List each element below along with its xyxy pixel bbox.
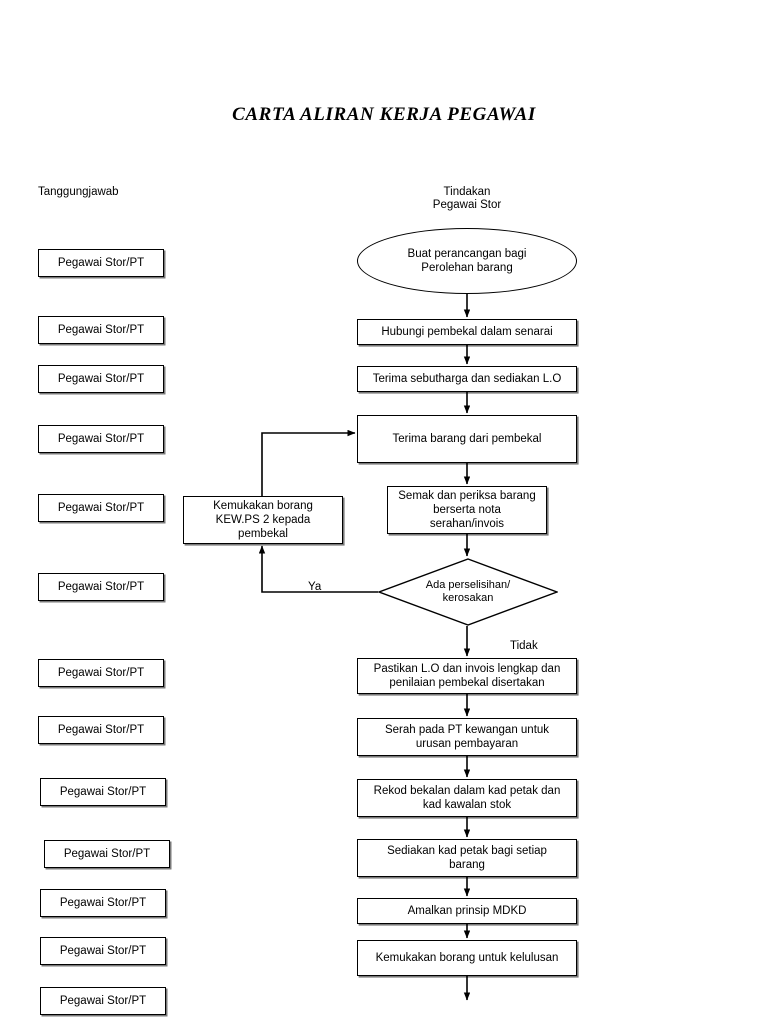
responsibility-box-label: Pegawai Stor/PT bbox=[59, 785, 147, 798]
responsibility-box: Pegawai Stor/PT bbox=[38, 425, 164, 453]
process-node-label: Hubungi pembekal dalam senarai bbox=[381, 326, 553, 338]
process-node-returnform: Kemukakan borang KEW.PS 2 kepada pembeka… bbox=[183, 496, 343, 544]
process-node-check: Semak dan periksa barang berserta nota s… bbox=[387, 486, 547, 534]
responsibility-box-label: Pegawai Stor/PT bbox=[57, 432, 145, 445]
responsibility-box: Pegawai Stor/PT bbox=[38, 716, 164, 744]
responsibility-box: Pegawai Stor/PT bbox=[38, 573, 164, 601]
responsibility-box: Pegawai Stor/PT bbox=[38, 659, 164, 687]
responsibility-box-label: Pegawai Stor/PT bbox=[57, 723, 145, 736]
process-node-mdkd: Amalkan prinsip MDKD bbox=[357, 898, 577, 924]
responsibility-box-label: Pegawai Stor/PT bbox=[57, 372, 145, 385]
process-node-quote: Terima sebutharga dan sediakan L.O bbox=[357, 366, 577, 392]
responsibility-box: Pegawai Stor/PT bbox=[38, 249, 164, 277]
process-node-contact: Hubungi pembekal dalam senarai bbox=[357, 319, 577, 345]
process-node-label: Terima barang dari pembekal bbox=[392, 433, 542, 445]
process-node-label: Semak dan periksa barang berserta nota s… bbox=[398, 490, 536, 530]
decision-node-label: Ada perselisihan/ kerosakan bbox=[425, 579, 511, 604]
process-node-handover: Serah pada PT kewangan untuk urusan pemb… bbox=[357, 718, 577, 756]
process-node-label: Serah pada PT kewangan untuk urusan pemb… bbox=[384, 724, 550, 750]
process-node-label: Kemukakan borang KEW.PS 2 kepada pembeka… bbox=[213, 500, 313, 540]
process-node-label: Kemukakan borang untuk kelulusan bbox=[375, 952, 559, 964]
process-node-ensure: Pastikan L.O dan invois lengkap dan peni… bbox=[357, 658, 577, 694]
process-node-approval: Kemukakan borang untuk kelulusan bbox=[357, 940, 577, 976]
responsibility-box: Pegawai Stor/PT bbox=[38, 365, 164, 393]
responsibility-box-label: Pegawai Stor/PT bbox=[57, 256, 145, 269]
responsibility-box-label: Pegawai Stor/PT bbox=[59, 994, 147, 1007]
responsibility-box-label: Pegawai Stor/PT bbox=[57, 501, 145, 514]
column-header-responsibility: Tanggungjawab bbox=[38, 186, 119, 198]
responsibility-box-label: Pegawai Stor/PT bbox=[57, 666, 145, 679]
process-node-prepcard: Sediakan kad petak bagi setiap barang bbox=[357, 839, 577, 877]
process-node-record: Rekod bekalan dalam kad petak dan kad ka… bbox=[357, 779, 577, 817]
process-node-label: Pastikan L.O dan invois lengkap dan peni… bbox=[373, 663, 561, 689]
responsibility-box-label: Pegawai Stor/PT bbox=[63, 847, 151, 860]
responsibility-box: Pegawai Stor/PT bbox=[40, 937, 166, 965]
process-node-label: Amalkan prinsip MDKD bbox=[407, 905, 527, 917]
responsibility-box: Pegawai Stor/PT bbox=[44, 840, 170, 868]
responsibility-box: Pegawai Stor/PT bbox=[40, 778, 166, 806]
terminator-node-label: Buat perancangan bagi Perolehan barang bbox=[407, 248, 527, 274]
responsibility-box: Pegawai Stor/PT bbox=[40, 889, 166, 917]
responsibility-box: Pegawai Stor/PT bbox=[38, 494, 164, 522]
page-title: CARTA ALIRAN KERJA PEGAWAI bbox=[232, 104, 536, 125]
responsibility-box-label: Pegawai Stor/PT bbox=[59, 896, 147, 909]
responsibility-box: Pegawai Stor/PT bbox=[40, 987, 166, 1015]
responsibility-box-label: Pegawai Stor/PT bbox=[57, 580, 145, 593]
process-node-label: Sediakan kad petak bagi setiap barang bbox=[387, 845, 547, 871]
edge-label: Tidak bbox=[510, 640, 538, 652]
responsibility-box-label: Pegawai Stor/PT bbox=[57, 323, 145, 336]
column-header-action: Tindakan Pegawai Stor bbox=[432, 186, 502, 211]
edge-label: Ya bbox=[308, 581, 322, 593]
process-node-label: Terima sebutharga dan sediakan L.O bbox=[372, 373, 562, 385]
terminator-node-start: Buat perancangan bagi Perolehan barang bbox=[357, 228, 577, 294]
process-node-receive: Terima barang dari pembekal bbox=[357, 415, 577, 463]
responsibility-box: Pegawai Stor/PT bbox=[38, 316, 164, 344]
decision-node-dispute: Ada perselisihan/ kerosakan bbox=[378, 558, 558, 626]
edge-returnform-to-receive bbox=[261, 429, 356, 496]
process-node-label: Rekod bekalan dalam kad petak dan kad ka… bbox=[373, 785, 561, 811]
responsibility-box-label: Pegawai Stor/PT bbox=[59, 944, 147, 957]
